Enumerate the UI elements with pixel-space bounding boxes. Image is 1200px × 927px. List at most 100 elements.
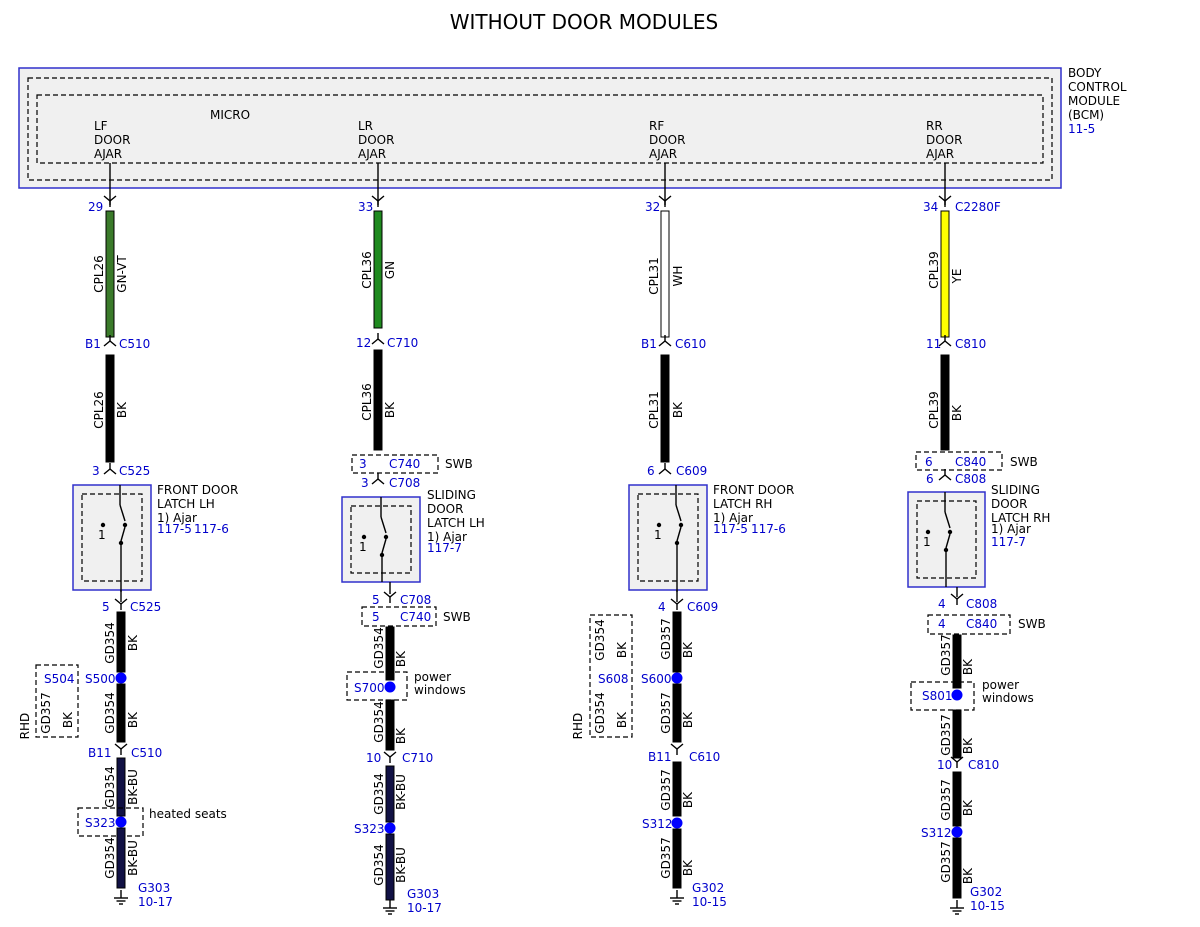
connector-id: C810 bbox=[955, 337, 986, 351]
door-latch-switch: 1 bbox=[341, 496, 421, 583]
circuit-id: GD354 bbox=[103, 837, 117, 878]
wire-segment bbox=[672, 828, 682, 889]
splice-dot bbox=[384, 681, 396, 693]
pin-number: 11 bbox=[926, 337, 941, 351]
switch-number: 1 bbox=[923, 535, 931, 549]
circuit-id: GD354 bbox=[593, 692, 607, 733]
circuit-id: GD354 bbox=[372, 701, 386, 742]
svg-text:BODY: BODY bbox=[1068, 66, 1102, 80]
input-label: AJAR bbox=[926, 147, 954, 161]
connector-chevron bbox=[670, 743, 684, 750]
input-label: RF bbox=[649, 119, 664, 133]
wire-segment bbox=[660, 354, 670, 463]
wire-color: YE bbox=[950, 269, 964, 285]
circuit-id: GD354 bbox=[372, 844, 386, 885]
rhd-alt-box bbox=[589, 614, 633, 738]
pin-number: 4 bbox=[658, 600, 666, 614]
circuit-id: CPL36 bbox=[360, 251, 374, 289]
connector-id: C708 bbox=[400, 593, 431, 607]
page-ref: 117-6 bbox=[751, 522, 786, 536]
ground-id: G302 bbox=[970, 885, 1002, 899]
ground-ref: 10-17 bbox=[138, 895, 173, 909]
input-label: LR bbox=[358, 119, 373, 133]
latch-dashed-box bbox=[916, 500, 977, 579]
wire-color: BK bbox=[961, 799, 975, 816]
swb-label: SWB bbox=[1018, 617, 1046, 631]
input-label: AJAR bbox=[94, 147, 122, 161]
switch-number: 1 bbox=[359, 540, 367, 554]
circuit-id: GD354 bbox=[103, 622, 117, 663]
input-label: AJAR bbox=[649, 147, 677, 161]
circuit-id: GD357 bbox=[659, 618, 673, 659]
circuit-id: GD357 bbox=[939, 714, 953, 755]
circuit-id: CPL39 bbox=[927, 251, 941, 289]
micro-label: MICRO bbox=[210, 108, 250, 122]
ground-id: G303 bbox=[138, 881, 170, 895]
splice-id: S700 bbox=[354, 681, 385, 695]
circuit-id: CPL31 bbox=[647, 391, 661, 429]
wire-segment bbox=[952, 771, 962, 827]
door-latch-switch: 1 bbox=[907, 491, 986, 588]
pin-number: 3 bbox=[92, 464, 100, 478]
splice-dot bbox=[384, 822, 396, 834]
switch-symbol: 1 bbox=[98, 485, 128, 592]
wire-color: BK bbox=[615, 641, 629, 658]
circuit-id: GD357 bbox=[659, 692, 673, 733]
switch-number: 1 bbox=[654, 528, 662, 542]
swb-dashed-box bbox=[361, 606, 437, 627]
latch-label: LATCH RH bbox=[991, 511, 1050, 525]
splice-id: S504 bbox=[44, 672, 75, 686]
input-label: LF bbox=[94, 119, 108, 133]
splice-dashed-box bbox=[77, 807, 144, 837]
connector-id: C609 bbox=[687, 600, 718, 614]
splice-id: S312 bbox=[642, 817, 673, 831]
wire-color: BK bbox=[961, 658, 975, 675]
swb-dashed-box bbox=[927, 614, 1011, 635]
wire-segment bbox=[385, 765, 395, 823]
pin-number: 3 bbox=[361, 476, 369, 490]
wire-segment bbox=[105, 354, 115, 463]
connector-id: C525 bbox=[119, 464, 150, 478]
connector-chevron bbox=[371, 338, 385, 345]
connector-id: C808 bbox=[955, 472, 986, 486]
circuit-id: GD354 bbox=[593, 619, 607, 660]
bcm-outer-box bbox=[18, 67, 1062, 189]
splice-dot bbox=[115, 672, 127, 684]
connector-id: C510 bbox=[119, 337, 150, 351]
wire-color: BK bbox=[961, 867, 975, 884]
circuit-id: CPL26 bbox=[92, 391, 106, 429]
splice-id: S323 bbox=[354, 822, 385, 836]
connector-id: C710 bbox=[387, 336, 418, 350]
input-label: DOOR bbox=[649, 133, 685, 147]
wire-color: GN-VT bbox=[115, 255, 129, 293]
micro-dashed-box bbox=[36, 94, 1044, 164]
connector-chevron bbox=[658, 340, 672, 347]
wire-color: BK bbox=[681, 641, 695, 658]
wire-segment bbox=[385, 833, 395, 901]
wire-segment bbox=[116, 611, 126, 673]
latch-label: SLIDING bbox=[991, 483, 1040, 497]
connector-id: C525 bbox=[130, 600, 161, 614]
pin-number: 5 bbox=[372, 610, 380, 624]
ground-symbol bbox=[383, 900, 397, 915]
wire-color: BK bbox=[394, 727, 408, 744]
bcm-dashed-outer bbox=[27, 77, 1053, 181]
splice-note: heated seats bbox=[149, 807, 227, 821]
splice-note: windows bbox=[414, 683, 466, 697]
pin-number: 33 bbox=[358, 200, 373, 214]
wire-color: BK bbox=[115, 401, 129, 418]
circuit-id: CPL26 bbox=[92, 255, 106, 293]
input-label: AJAR bbox=[358, 147, 386, 161]
connector-id: C609 bbox=[676, 464, 707, 478]
wire-color: BK bbox=[394, 650, 408, 667]
swb-dashed-box bbox=[915, 451, 1003, 471]
input-label: DOOR bbox=[94, 133, 130, 147]
wire-segment bbox=[385, 699, 395, 751]
door-latch-switch: 1 bbox=[628, 484, 708, 592]
connector-id: C808 bbox=[966, 597, 997, 611]
page-ref: 117-7 bbox=[427, 541, 462, 555]
latch-label: LATCH LH bbox=[157, 497, 215, 511]
wire-color: BK bbox=[126, 711, 140, 728]
wire-color: BK bbox=[671, 401, 685, 418]
svg-text:(BCM): (BCM) bbox=[1068, 108, 1104, 122]
